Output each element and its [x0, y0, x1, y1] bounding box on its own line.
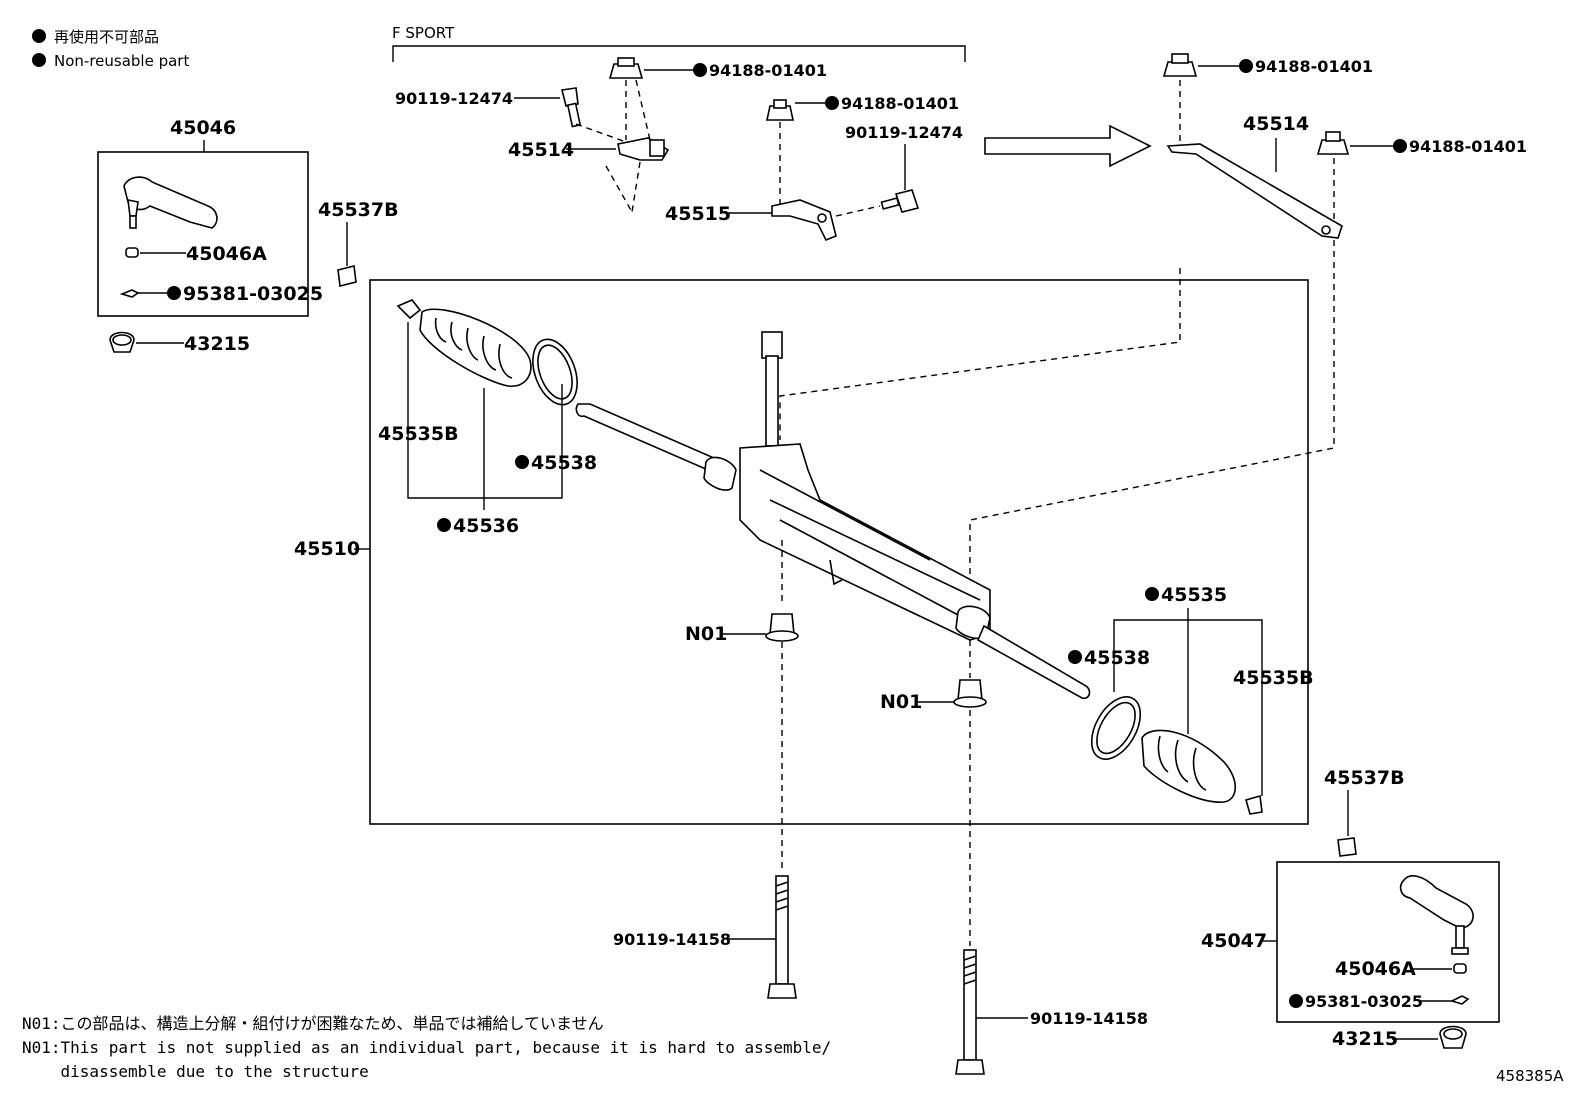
label-95381-right: 95381-03025 — [1305, 992, 1423, 1011]
label-45514-b: 45514 — [1243, 113, 1309, 135]
label-90119-12474-b: 90119-12474 — [845, 123, 963, 142]
clip-45537b-right — [1337, 837, 1357, 857]
label-45537b-left: 45537B — [318, 199, 399, 221]
note-en-2: disassemble due to the structure — [22, 1062, 369, 1081]
dust-cover-right-group: 43215 — [1332, 1025, 1467, 1050]
ring-45538-right — [1090, 696, 1142, 760]
label-94188-a: 94188-01401 — [709, 61, 827, 80]
label-94188-c: 94188-01401 — [1255, 57, 1373, 76]
label-45538-right: 45538 — [1084, 647, 1150, 669]
tie-rod-end-box — [97, 151, 309, 317]
label-94188-d: 94188-01401 — [1409, 137, 1527, 156]
label-90119-14158-b: 90119-14158 — [1030, 1009, 1148, 1028]
f-sport-group: F SPORT — [392, 24, 966, 62]
tie-rod-end-left-group: 45046 45046A 95381-03025 — [97, 117, 323, 317]
note-jp: N01:この部品は、構造上分解・組付けが困難なため、単品では補給していません — [22, 1014, 604, 1033]
label-90119-14158-a: 90119-14158 — [613, 930, 731, 949]
label-94188-b: 94188-01401 — [841, 94, 959, 113]
direction-arrow-icon — [984, 124, 1152, 168]
label-45536: 45536 — [453, 515, 519, 537]
rack-boot-left — [419, 308, 532, 387]
cotter-pin-right — [1449, 995, 1470, 1005]
label-45535b-left: 45535B — [378, 423, 459, 445]
rack-housing — [739, 443, 991, 641]
non-reusable-dot-icon — [32, 29, 46, 43]
label-43215-left: 43215 — [184, 333, 250, 355]
label-45537b-right: 45537B — [1324, 767, 1405, 789]
label-45046: 45046 — [170, 117, 236, 139]
label-45515: 45515 — [665, 203, 731, 225]
f-sport-parts: 90119-12474 94188-01401 45514 94188-0140… — [395, 57, 963, 242]
stabilizer-bracket-right-group: 94188-01401 45514 94188-01401 — [779, 53, 1527, 580]
rack-boot-right — [1141, 729, 1237, 803]
non-reusable-dot-icon — [32, 53, 46, 67]
bolt-90119-14158-a-group: 90119-14158 — [613, 642, 797, 999]
notes: N01:この部品は、構造上分解・組付けが困難なため、単品では補給していません N… — [22, 1014, 831, 1081]
right-boot-set: 45535 45538 45535B — [1068, 584, 1314, 815]
dust-cover-left-group: 43215 — [109, 331, 250, 355]
bolt-90119-12474-b — [894, 189, 920, 213]
label-95381-left: 95381-03025 — [183, 283, 323, 305]
ring-45538-left — [532, 338, 578, 406]
legend: 再使用不可部品 Non-reusable part — [32, 28, 189, 70]
bushing-n01-b: N01 — [880, 679, 987, 713]
label-45514-a: 45514 — [508, 139, 574, 161]
nut-94188-d — [1316, 139, 1350, 155]
left-boot-set: 45535B 45538 45536 — [378, 299, 597, 537]
label-45535b-right: 45535B — [1233, 667, 1314, 689]
label-n01-b: N01 — [880, 691, 922, 713]
label-45535: 45535 — [1161, 584, 1227, 606]
figure-id: 458385A — [1496, 1067, 1564, 1085]
stabilizer-bracket-45514 — [1166, 143, 1343, 239]
clip-45537b-right-group: 45537B — [1324, 767, 1405, 857]
tie-rod-end-right-group: 45047 45046A 95381-03025 — [1201, 861, 1500, 1023]
tie-rod-end-box-right — [1276, 861, 1500, 1023]
steering-rack — [575, 331, 1091, 700]
label-90119-12474-a: 90119-12474 — [395, 89, 513, 108]
boot-clamp-right — [1245, 794, 1263, 815]
nut-45046a-left — [125, 247, 139, 258]
pinion-shaft-top — [761, 331, 783, 359]
label-45510: 45510 — [294, 538, 360, 560]
bushing-n01-a: N01 — [685, 613, 799, 645]
steering-gear-box — [369, 279, 1309, 825]
label-43215-right: 43215 — [1332, 1028, 1398, 1050]
tie-rod-end-right — [1399, 875, 1474, 929]
bolt-90119-12474-a — [561, 87, 579, 107]
legend-en: Non-reusable part — [54, 52, 189, 70]
label-45538-left: 45538 — [531, 452, 597, 474]
label-45047: 45047 — [1201, 930, 1267, 952]
bolt-90119-14158-b-group: 90119-14158 — [955, 710, 1148, 1075]
nut-94188-c — [1162, 61, 1198, 77]
f-sport-label: F SPORT — [392, 24, 455, 42]
label-45046a-left: 45046A — [186, 243, 267, 265]
clip-45537b-left — [337, 265, 357, 287]
label-45046a-right: 45046A — [1335, 958, 1416, 980]
bracket-45515 — [771, 199, 837, 242]
label-n01-a: N01 — [685, 623, 727, 645]
clip-45537b-left-group: 45537B — [318, 199, 399, 287]
cotter-pin-left — [119, 289, 140, 298]
tie-rod-right — [976, 624, 1091, 700]
note-en-1: N01:This part is not supplied as an indi… — [22, 1038, 831, 1057]
legend-jp: 再使用不可部品 — [54, 28, 159, 46]
boot-clamp-left — [396, 299, 422, 320]
nut-45046a-right — [1453, 963, 1467, 974]
